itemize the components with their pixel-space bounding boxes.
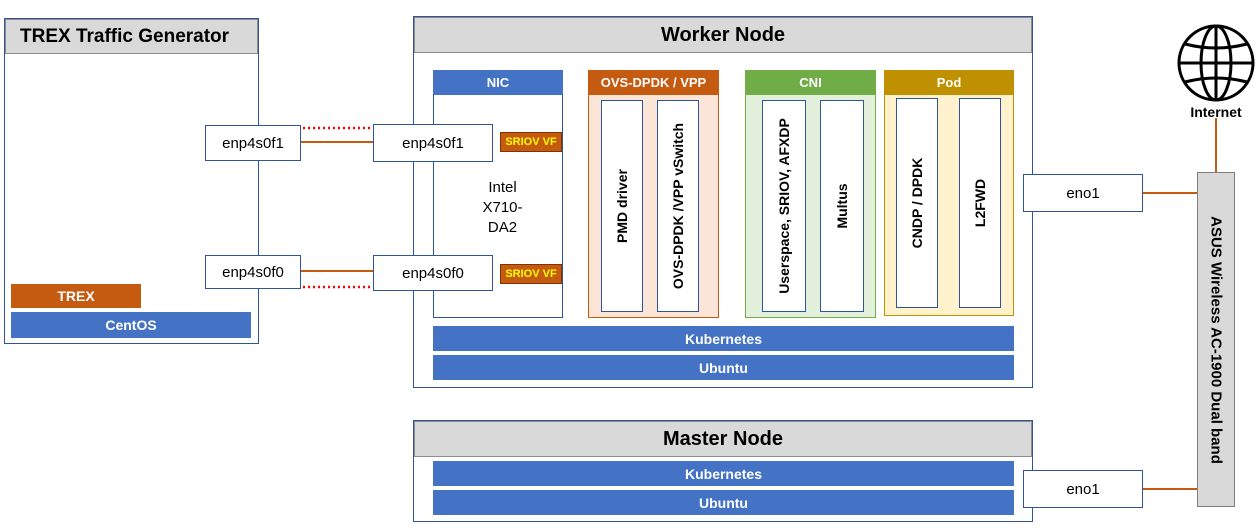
- trex-app-label: TREX: [57, 288, 95, 304]
- worker-kubernetes-label: Kubernetes: [684, 330, 763, 347]
- trex-port-enp4s0f0-label: enp4s0f0: [222, 263, 284, 281]
- worker-node-title-text: Worker Node: [660, 23, 786, 46]
- pod-cndp-cell: CNDP / DPDK: [896, 98, 938, 308]
- pod-l2fwd-label: L2FWD: [972, 178, 988, 228]
- worker-ubuntu-label: Ubuntu: [699, 359, 748, 376]
- pod-cndp-label: CNDP / DPDK: [909, 157, 925, 249]
- trex-app-bar: TREX: [11, 284, 141, 308]
- master-ubuntu-label: Ubuntu: [699, 494, 748, 511]
- trex-port-enp4s0f1[interactable]: enp4s0f1: [205, 125, 301, 161]
- master-kubernetes-bar: Kubernetes: [433, 461, 1014, 486]
- pod-l2fwd-cell: L2FWD: [959, 98, 1001, 308]
- worker-kubernetes-bar: Kubernetes: [433, 326, 1014, 351]
- worker-eno1-port[interactable]: eno1: [1023, 174, 1143, 212]
- globe-icon: [1177, 24, 1255, 102]
- nic-header-label: NIC: [486, 75, 510, 90]
- nic-model: Intel X710- DA2: [455, 178, 550, 238]
- router-label: ASUS Wireless AC-1900 Dual band: [1207, 215, 1225, 464]
- sriov-vf-badge-0: SRIOV VF: [500, 264, 562, 284]
- trex-port-enp4s0f0[interactable]: enp4s0f0: [205, 255, 301, 289]
- nic-port-enp4s0f0-label: enp4s0f0: [402, 264, 464, 282]
- master-eno1-label: eno1: [1066, 480, 1100, 498]
- cni-header-label: CNI: [799, 75, 822, 90]
- master-eno1-port[interactable]: eno1: [1023, 470, 1143, 508]
- worker-node-title: Worker Node: [414, 17, 1032, 53]
- nic-model-line2: X710-: [482, 199, 523, 216]
- trex-port-enp4s0f1-label: enp4s0f1: [222, 134, 284, 152]
- ovs-vswitch-label: OVS-DPDK /VPP vSwitch: [670, 122, 686, 290]
- pod-header-label: Pod: [936, 75, 962, 90]
- trex-os-bar: CentOS: [11, 312, 251, 338]
- nic-model-line3: DA2: [487, 219, 518, 236]
- ovs-vswitch-cell: OVS-DPDK /VPP vSwitch: [657, 100, 699, 312]
- sriov-vf-label-1: SRIOV VF: [505, 136, 557, 148]
- trex-title: TREX Traffic Generator: [5, 19, 258, 54]
- ovs-header: OVS-DPDK / VPP: [588, 70, 719, 95]
- ovs-pmd-driver-cell: PMD driver: [601, 100, 643, 312]
- cni-userspace-label: Userspace, SRIOV, AFXDP: [776, 118, 792, 294]
- cni-header: CNI: [745, 70, 876, 95]
- cni-multus-label: Multus: [834, 183, 850, 229]
- worker-eno1-label: eno1: [1066, 184, 1100, 202]
- nic-port-enp4s0f1-label: enp4s0f1: [402, 134, 464, 152]
- nic-port-enp4s0f0[interactable]: enp4s0f0: [373, 255, 493, 291]
- internet-label: Internet: [1190, 104, 1242, 120]
- sriov-vf-label-0: SRIOV VF: [505, 268, 557, 280]
- nic-header: NIC: [433, 70, 563, 95]
- master-node-title-text: Master Node: [662, 427, 784, 450]
- trex-title-text: TREX Traffic Generator: [20, 25, 230, 47]
- nic-model-line1: Intel: [488, 179, 517, 196]
- cni-multus-cell: Multus: [820, 100, 864, 312]
- pod-header: Pod: [884, 70, 1014, 95]
- nic-port-enp4s0f1[interactable]: enp4s0f1: [373, 124, 493, 162]
- master-node-title: Master Node: [414, 421, 1032, 457]
- ovs-header-label: OVS-DPDK / VPP: [600, 75, 707, 90]
- sriov-vf-badge-1: SRIOV VF: [500, 132, 562, 152]
- trex-os-label: CentOS: [105, 317, 157, 333]
- worker-ubuntu-bar: Ubuntu: [433, 355, 1014, 380]
- ovs-pmd-driver-label: PMD driver: [614, 169, 630, 243]
- master-ubuntu-bar: Ubuntu: [433, 490, 1014, 515]
- cni-userspace-cell: Userspace, SRIOV, AFXDP: [762, 100, 806, 312]
- router-box: ASUS Wireless AC-1900 Dual band: [1197, 172, 1235, 507]
- master-kubernetes-label: Kubernetes: [684, 465, 763, 482]
